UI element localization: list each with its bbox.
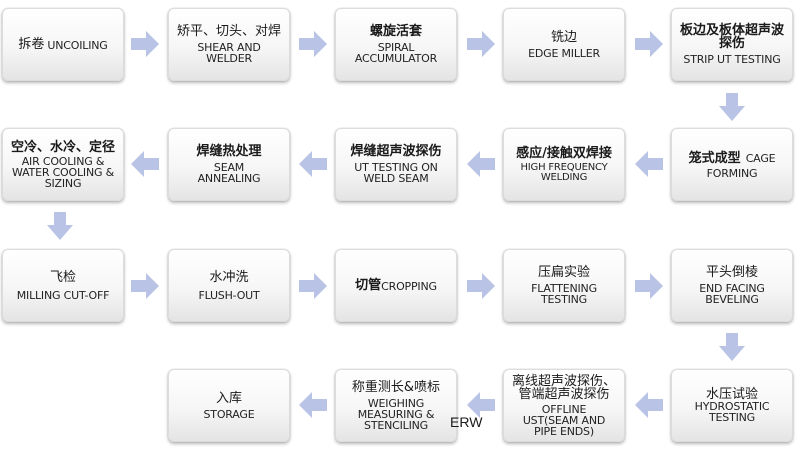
step-label-en: END FACING BEVELING [699, 282, 765, 306]
step-label-en: AIR COOLING & WATER COOLING & SIZING [12, 154, 114, 190]
flow-arrow-left-icon [635, 150, 663, 178]
process-step-cropping: 切管 CROPPING [335, 249, 457, 322]
flow-arrow-right-icon [635, 272, 663, 300]
step-label-en: OFFLINE UST(SEAM AND PIPE ENDS) [522, 402, 606, 438]
flow-arrow-right-icon [131, 30, 159, 58]
step-label-en: UNCOILING [47, 38, 108, 52]
step-label-en: SEAM ANNEALING [197, 161, 261, 185]
flow-arrow-down-icon [718, 333, 746, 361]
process-step-weighing-stenciling: 称重测长&喷标 WEIGHING MEASURING & STENCILING [335, 369, 457, 442]
erw-label: ERW [450, 414, 483, 430]
step-label-zh: 铣边 [550, 29, 577, 45]
process-step-end-facing-beveling: 平头倒棱 END FACING BEVELING [671, 249, 793, 322]
step-label-en: STORAGE [203, 407, 255, 421]
step-label-zh: 平头倒棱 [705, 265, 758, 280]
process-step-offline-ust: 离线超声波探伤、管端超声波探伤 OFFLINE UST(SEAM AND PIP… [503, 369, 625, 442]
step-label-zh: 切管 [355, 278, 382, 293]
step-label-zh: 水压试验 [705, 387, 758, 402]
flow-arrow-right-icon [299, 272, 327, 300]
process-step-shear-welder: 矫平、切头、对焊 SHEAR AND WELDER [168, 8, 290, 81]
step-label-zh: 螺旋活套 [369, 24, 422, 39]
step-label-en: WEIGHING MEASURING & STENCILING [357, 396, 435, 432]
step-label-en: CROPPING [381, 279, 437, 293]
step-label-zh: 焊缝超声波探伤 [350, 144, 442, 159]
flow-arrow-down-icon [718, 93, 746, 121]
flow-arrow-right-icon [467, 30, 495, 58]
process-step-edge-miller: 铣边 EDGE MILLER [503, 8, 625, 81]
process-step-storage: 入库 STORAGE [168, 369, 290, 442]
step-label-en: HIGH FREQUENCY WELDING [520, 161, 608, 183]
process-step-seam-annealing: 焊缝热处理 SEAM ANNEALING [168, 128, 290, 201]
process-step-uncoiling: 拆卷 UNCOILING [2, 8, 124, 81]
flow-arrow-left-icon [299, 150, 327, 178]
step-label-zh: 矫平、切头、对焊 [176, 24, 281, 39]
step-label-zh: 板边及板体超声波探伤 [679, 23, 784, 51]
flow-arrow-left-icon [467, 150, 495, 178]
process-step-ut-weld-seam: 焊缝超声波探伤 UT TESTING ON WELD SEAM [335, 128, 457, 201]
flow-arrow-left-icon [131, 150, 159, 178]
step-label-en: CAGE FORMING [706, 152, 776, 180]
flow-arrow-right-icon [635, 30, 663, 58]
process-step-cage-forming: 笼式成型 CAGE FORMING [671, 128, 793, 201]
step-label-zh: 空冷、水冷、定径 [10, 139, 115, 155]
flow-arrow-left-icon [467, 391, 495, 419]
process-step-flattening-testing: 压扁实验 FLATTENING TESTING [503, 249, 625, 322]
step-label-en: SHEAR AND WELDER [197, 41, 261, 65]
process-step-milling-cutoff: 飞检 MILLING CUT-OFF [2, 249, 124, 322]
process-step-spiral-accumulator: 螺旋活套 SPIRAL ACCUMULATOR [335, 8, 457, 81]
step-label-en: EDGE MILLER [528, 46, 600, 60]
step-label-en: UT TESTING ON WELD SEAM [354, 161, 438, 185]
step-label-en: MILLING CUT-OFF [16, 288, 110, 302]
process-step-hydrostatic-testing: 水压试验 HYDROSTATIC TESTING [671, 369, 793, 442]
step-label-zh: 水冲洗 [209, 269, 249, 285]
step-label-zh: 焊缝热处理 [196, 144, 262, 159]
step-label-zh: 入库 [215, 390, 242, 406]
step-label-zh: 称重测长&喷标 [351, 379, 441, 395]
step-label-zh: 飞检 [49, 269, 76, 285]
process-step-hf-welding: 感应/接触双焊接 HIGH FREQUENCY WELDING [503, 128, 625, 201]
flow-arrow-left-icon [635, 391, 663, 419]
process-step-strip-ut-testing: 板边及板体超声波探伤 STRIP UT TESTING [671, 8, 793, 81]
step-label-zh: 压扁实验 [537, 265, 590, 280]
step-label-en: FLUSH-OUT [198, 288, 260, 302]
process-step-cooling-sizing: 空冷、水冷、定径 AIR COOLING & WATER COOLING & S… [2, 128, 124, 201]
step-label-zh: 感应/接触双焊接 [516, 145, 612, 161]
step-label-zh: 拆卷 [18, 37, 45, 52]
flow-arrow-down-icon [46, 212, 74, 240]
step-label-zh: 笼式成型 [688, 151, 741, 166]
flow-arrow-right-icon [467, 272, 495, 300]
flow-arrow-right-icon [131, 272, 159, 300]
step-label-en: SPIRAL ACCUMULATOR [354, 41, 438, 65]
step-label-en: HYDROSTATIC TESTING [694, 400, 770, 424]
step-label-en: FLATTENING TESTING [531, 282, 597, 306]
flow-arrow-right-icon [299, 30, 327, 58]
process-step-flush-out: 水冲洗 FLUSH-OUT [168, 249, 290, 322]
step-label-zh: 离线超声波探伤、管端超声波探伤 [511, 373, 616, 402]
flow-arrow-left-icon [299, 391, 327, 419]
step-label-en: STRIP UT TESTING [683, 53, 781, 66]
